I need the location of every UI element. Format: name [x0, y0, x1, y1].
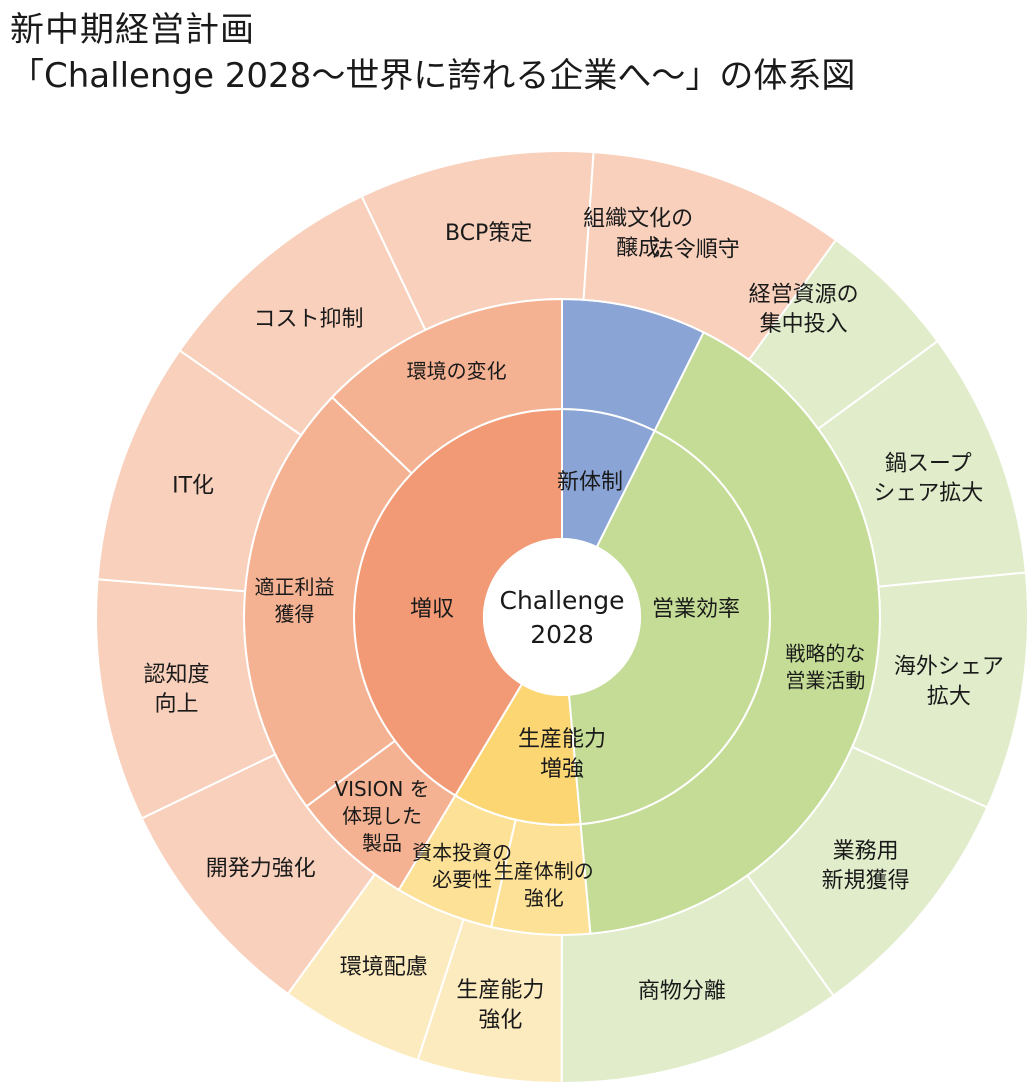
sunburst-segments	[95, 149, 1029, 1085]
outer-ring-label-11: コスト抑制	[254, 307, 364, 332]
outer-ring-label-10: IT化	[172, 473, 214, 498]
middle-ring-label-5: 適正利益獲得	[255, 575, 335, 626]
outer-ring-label-12: BCP策定	[445, 221, 532, 246]
outer-ring-label-5: 商物分離	[638, 979, 726, 1004]
outer-ring-label-4: 業務用新規獲得	[822, 839, 910, 894]
outer-ring-label-1: 経営資源の集中投入	[749, 282, 859, 337]
middle-ring-label-1: 戦略的な営業活動	[785, 641, 865, 692]
inner-ring-label-0: 新体制	[557, 470, 623, 495]
inner-ring-label-3: 増収	[410, 597, 454, 622]
outer-ring-label-0: 組織文化の醸成	[583, 207, 693, 262]
middle-ring-label-2: 生産体制の強化	[494, 859, 594, 910]
title-line-2: 「Challenge 2028～世界に誇れる企業へ～」の体系図	[10, 56, 856, 96]
outer-ring-label-8: 開発力強化	[206, 857, 316, 882]
outer-ring-label-3: 海外シェア拡大	[894, 655, 1004, 710]
outer-ring-label-6: 生産能力強化	[456, 978, 544, 1033]
outer-ring-segment-13	[582, 151, 838, 362]
title-line-1: 新中期経営計画	[10, 10, 255, 50]
middle-ring-label-3: 資本投資の必要性	[412, 840, 512, 891]
outer-ring-label-2: 鍋スープシェア拡大	[873, 451, 983, 506]
middle-ring-label-6: 環境の変化	[407, 359, 507, 383]
inner-ring-label-1: 営業効率	[652, 597, 740, 622]
outer-ring-label-9: 認知度向上	[144, 662, 210, 717]
outer-ring-label-13: 法令順守	[652, 237, 740, 262]
inner-ring-label-2: 生産能力増強	[518, 727, 606, 782]
outer-ring-label-7: 環境配慮	[340, 955, 428, 980]
middle-ring-label-4: VISION を体現した製品	[334, 777, 429, 855]
center-circle	[483, 538, 641, 696]
diagram-title: 新中期経営計画 「Challenge 2028～世界に誇れる企業へ～」の体系図	[10, 8, 855, 100]
